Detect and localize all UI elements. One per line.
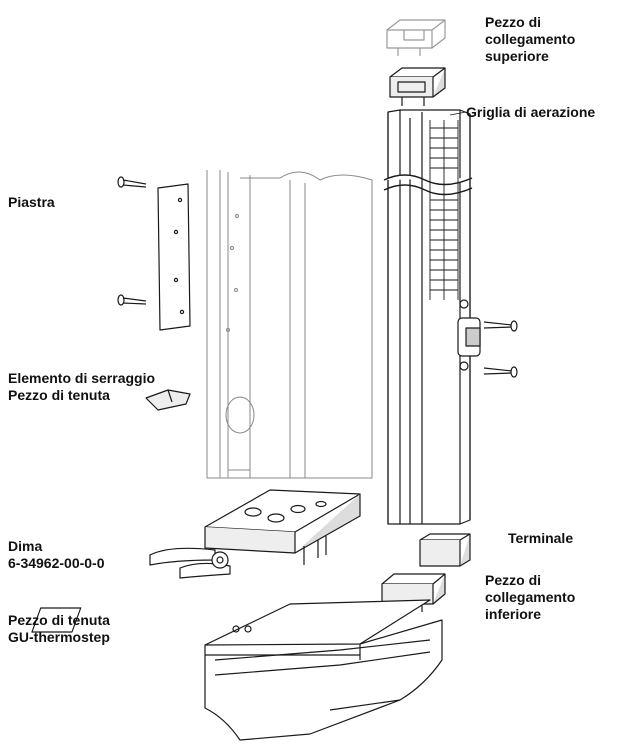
terminal-piece [419, 533, 471, 567]
top-connector [389, 67, 446, 106]
label-elemento: Elemento di serraggio Pezzo di tenuta [8, 370, 156, 403]
sash-profile-ghost [206, 170, 373, 479]
label-terminale: Terminale [508, 530, 574, 546]
ventilation-profile [383, 109, 481, 525]
bottom-sill [31, 599, 443, 741]
drilling-template [149, 489, 361, 579]
clamp-element [145, 389, 191, 411]
plate [157, 183, 191, 331]
top-connector-ghost [386, 19, 446, 56]
label-piastra: Piastra [8, 194, 55, 210]
label-griglia: Griglia di aerazione [466, 104, 596, 120]
leader-lines [449, 111, 467, 116]
label-dima: Dima 6-34962-00-0-0 [8, 538, 105, 571]
screws-left [117, 176, 147, 306]
label-pezzo-superiore: Pezzo di collegamento superiore [485, 14, 576, 64]
screws-right [483, 320, 518, 378]
vent-grille [429, 120, 459, 300]
label-pezzo-inferiore: Pezzo di collegamento inferiore [485, 572, 576, 622]
label-tenuta-gu: Pezzo di tenuta GU-thermostep [8, 612, 110, 645]
